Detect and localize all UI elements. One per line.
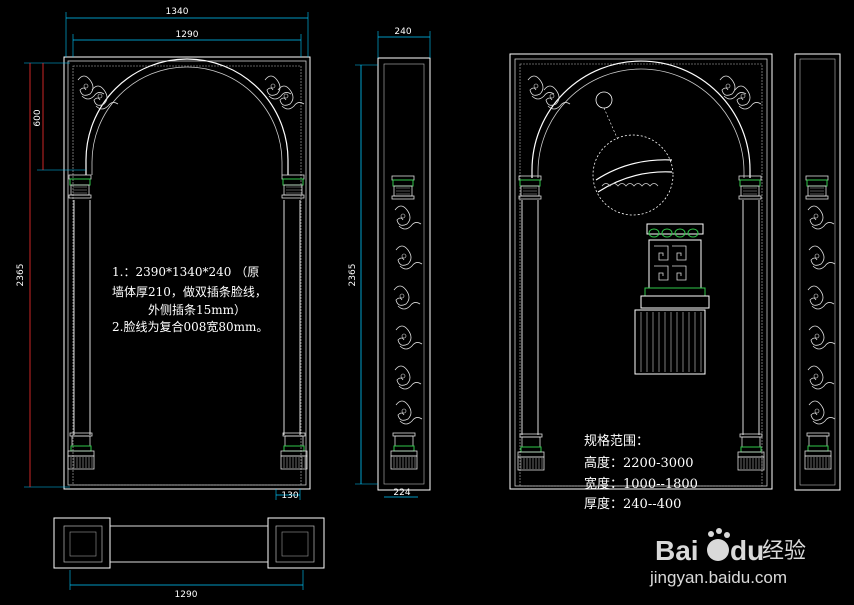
dim-total-height: 2365 <box>16 264 26 287</box>
watermark-brand: Bai <box>655 535 699 566</box>
bottom-pilaster-dim <box>275 489 301 500</box>
spec-height: 高度：2200-3000 <box>584 455 694 471</box>
dim-side-width: 240 <box>394 27 411 37</box>
dimension-lines-left <box>24 12 309 488</box>
spec-thickness: 厚度：240--400 <box>584 496 681 512</box>
note-line-1: 1.：2390*1340*240 （原 <box>112 265 259 279</box>
dim-bottom-pilaster: 130 <box>281 491 298 501</box>
dim-plan-width: 1290 <box>175 590 198 600</box>
baidu-watermark: Bai du 经验 jingyan.baidu.com <box>649 528 806 587</box>
dim-side-height: 2365 <box>348 264 358 287</box>
watermark-brand-du: du <box>730 535 764 566</box>
dim-top-inner: 1290 <box>176 30 199 40</box>
dim-top-outer: 1340 <box>166 7 189 17</box>
spec-width: 宽度：1000--1800 <box>584 476 698 492</box>
side-elevation-right <box>794 53 841 491</box>
spec-title: 规格范围： <box>584 433 649 449</box>
watermark-url: jingyan.baidu.com <box>649 568 787 587</box>
plan-view <box>53 517 325 590</box>
note-line-3: 外侧插条15mm） <box>148 303 246 317</box>
note-line-2: 墙体厚210，做双插条脸线， <box>112 284 267 299</box>
dim-side-bottom: 224 <box>393 488 410 498</box>
paw-icon <box>707 528 730 561</box>
side-elevation-left <box>355 31 431 498</box>
dim-arch-height: 600 <box>33 109 43 126</box>
watermark-cn: 经验 <box>762 538 806 563</box>
front-elevation-right <box>509 53 773 490</box>
front-elevation-left <box>63 56 311 490</box>
note-line-4: 2.脸线为复合008宽80mm。 <box>112 319 268 334</box>
